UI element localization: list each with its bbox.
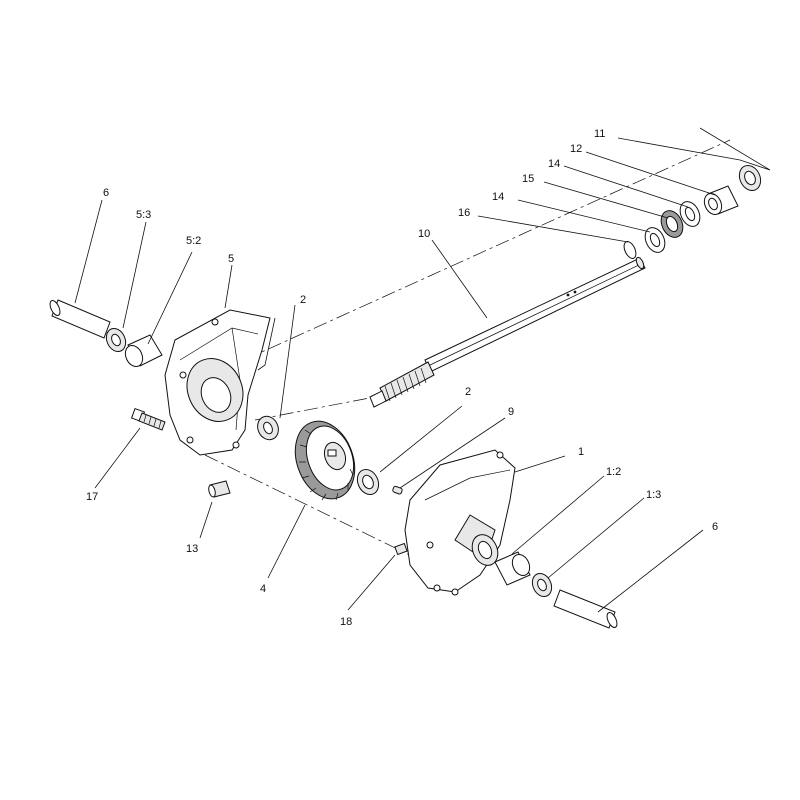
seal-11 xyxy=(738,164,762,192)
dowel-pin-13 xyxy=(208,480,231,498)
callout-14: 14 xyxy=(548,158,560,170)
centerline-upper xyxy=(199,139,731,381)
callout-11: 11 xyxy=(594,128,605,140)
callout-4: 4 xyxy=(260,583,266,595)
callout-labels: 11 12 14 15 14 16 10 6 5:3 5:2 5 2 2 9 1… xyxy=(86,128,718,628)
pin-6-right xyxy=(553,589,618,629)
leader-lines xyxy=(74,127,771,613)
washer-14-inner xyxy=(644,227,666,253)
pin-6-left xyxy=(49,299,111,339)
callout-2: 2 xyxy=(465,386,471,398)
callout-1-3: 1:3 xyxy=(646,489,661,501)
callout-10: 10 xyxy=(418,228,430,240)
callout-6: 6 xyxy=(103,187,109,199)
worm-wheel-gear xyxy=(294,420,356,501)
washer-5-3 xyxy=(105,327,127,353)
thrust-washer-2-left xyxy=(257,415,279,441)
washer-1-3 xyxy=(531,572,553,598)
thrust-bearing-15 xyxy=(660,210,684,238)
callout-5-3: 5:3 xyxy=(136,209,151,221)
centerline-lower xyxy=(204,454,431,566)
washer-14-outer xyxy=(679,201,701,227)
bushing-1-2 xyxy=(494,551,531,586)
callout-15: 15 xyxy=(522,173,534,185)
callout-13: 13 xyxy=(186,543,198,555)
callout-6: 6 xyxy=(712,521,718,533)
callout-2: 2 xyxy=(300,294,306,306)
callout-18: 18 xyxy=(340,616,352,628)
callout-1: 1 xyxy=(578,446,584,458)
callout-12: 12 xyxy=(570,143,582,155)
callout-9: 9 xyxy=(508,406,514,418)
bushing-5-2 xyxy=(124,334,163,368)
callout-17: 17 xyxy=(86,491,98,503)
circlip-16 xyxy=(623,241,637,259)
gear-housing-half-right xyxy=(404,449,516,596)
worm-gear xyxy=(379,361,435,402)
bushing-12 xyxy=(703,185,739,216)
grease-fitting-18 xyxy=(394,542,408,556)
callout-14: 14 xyxy=(492,191,504,203)
callout-5-2: 5:2 xyxy=(186,235,201,247)
gear-housing-half-left xyxy=(164,309,271,456)
drive-shaft xyxy=(369,256,646,408)
callout-1-2: 1:2 xyxy=(606,466,621,478)
centerline-gear xyxy=(254,394,386,421)
callout-16: 16 xyxy=(458,207,470,219)
bolt-17 xyxy=(130,407,166,431)
callout-5: 5 xyxy=(228,253,234,265)
thrust-washer-2-right xyxy=(356,468,380,496)
key-9 xyxy=(392,485,403,495)
